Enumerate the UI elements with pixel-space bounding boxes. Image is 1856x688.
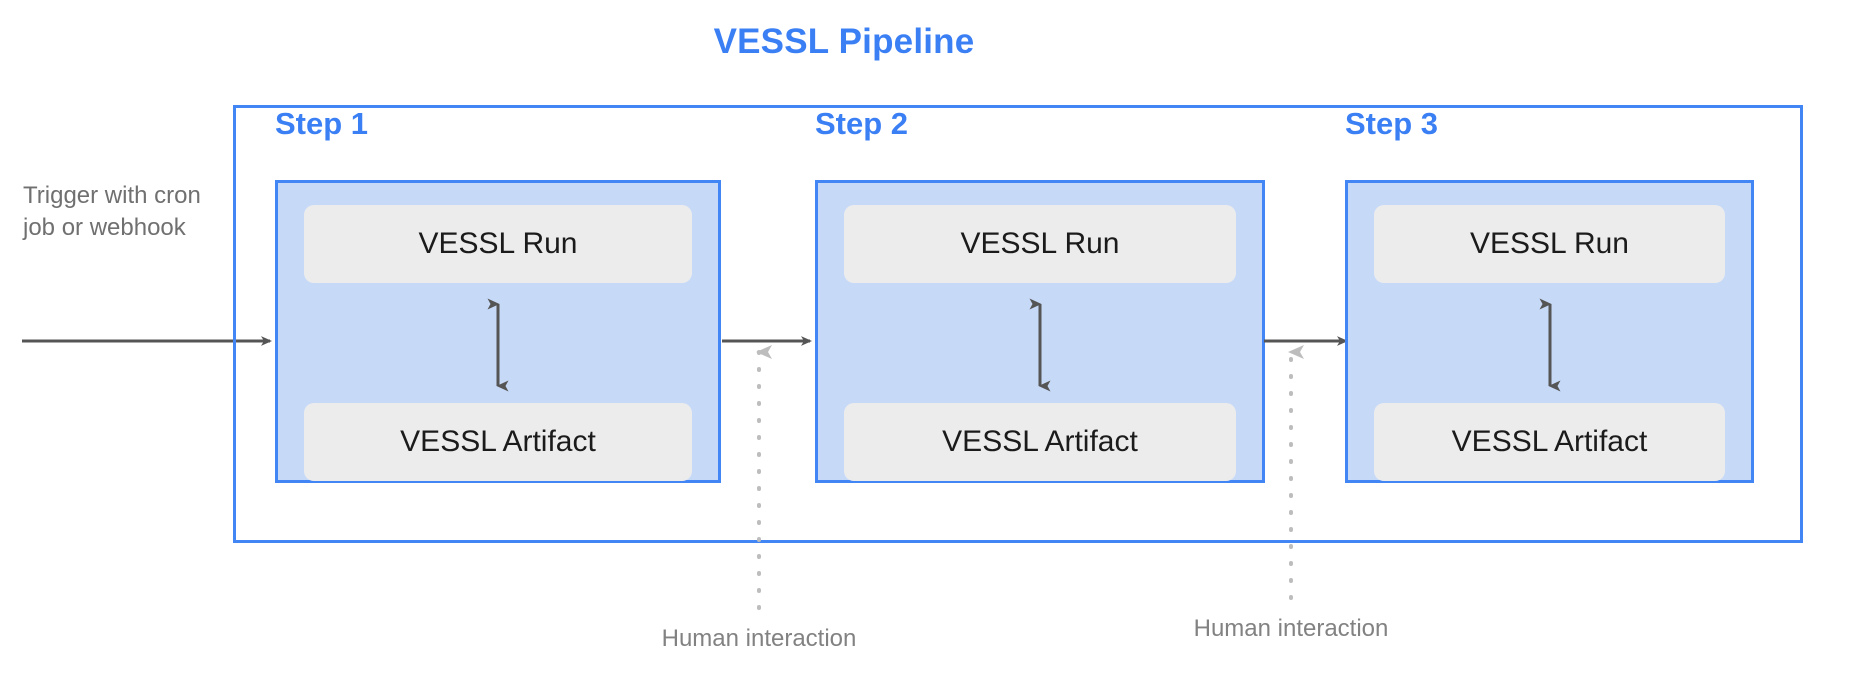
step-label-1: Step 1 [275,106,369,141]
step-label-3: Step 3 [1345,106,1439,141]
step-3-artifact-node[interactable]: VESSL Artifact [1374,403,1725,481]
human-interaction-label-1: Human interaction [661,625,857,652]
pipeline-container [233,105,1803,543]
step-box-1[interactable]: VESSL Run VESSL Artifact [275,180,721,483]
connector-step2-step3 [1264,336,1348,346]
human-interaction-arrow-1 [756,345,772,610]
page-title: VESSL Pipeline [713,22,975,61]
trigger-caption: Trigger with cron job or webhook [23,182,201,241]
step-2-run-artifact-link [1029,298,1051,392]
step-3-run-node[interactable]: VESSL Run [1374,205,1725,283]
connector-step1-step2 [722,336,812,346]
trigger-arrow [22,336,272,346]
step-2-run-node[interactable]: VESSL Run [844,205,1236,283]
step-3-run-artifact-link [1539,298,1560,392]
human-interaction-arrow-2 [1288,345,1304,600]
step-1-run-artifact-link [487,298,509,392]
step-2-artifact-node[interactable]: VESSL Artifact [844,403,1236,481]
step-1-run-node[interactable]: VESSL Run [304,205,692,283]
step-box-2[interactable]: VESSL Run VESSL Artifact [815,180,1265,483]
step-label-2: Step 2 [815,106,909,141]
step-box-3[interactable]: VESSL Run VESSL Artifact [1345,180,1754,483]
step-1-artifact-node[interactable]: VESSL Artifact [304,403,692,481]
human-interaction-label-2: Human interaction [1193,615,1389,642]
